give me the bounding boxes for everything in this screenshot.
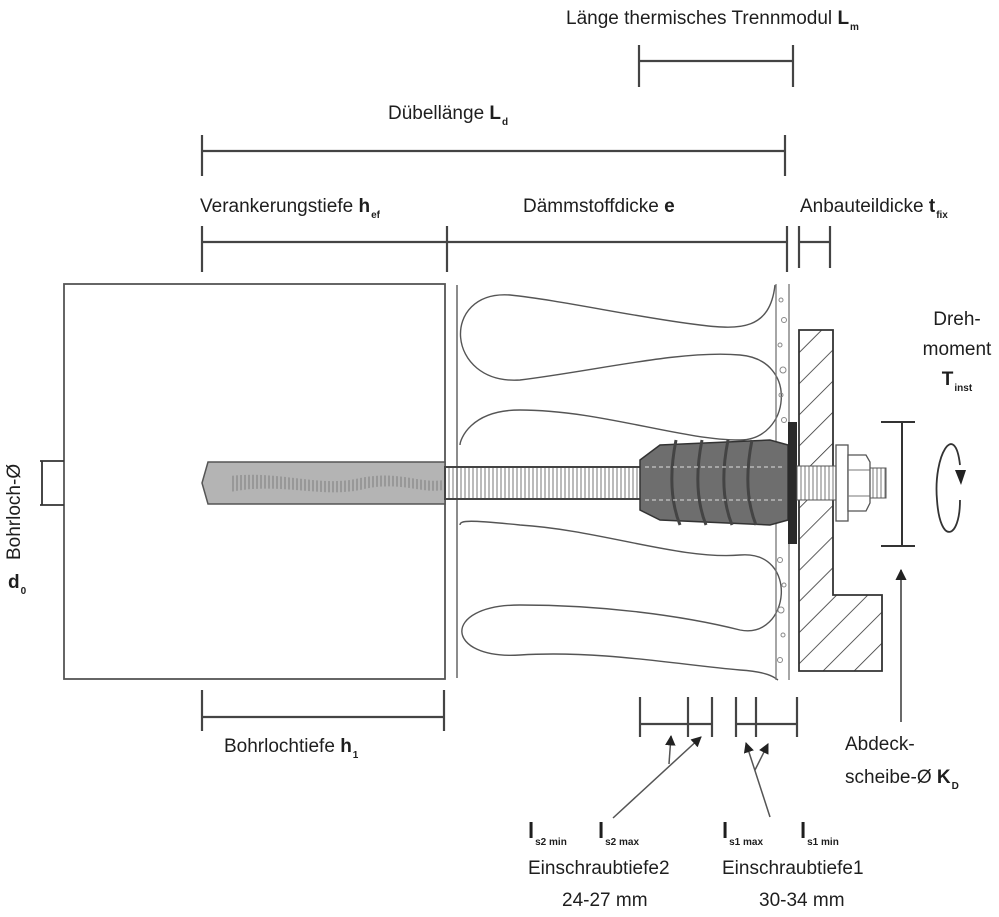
label-anchor-depth: Verankerungstiefe hef [200, 196, 380, 221]
label-drill-diameter-symbol: d0 [8, 572, 27, 597]
symbol-ls2-min: ls2 min [528, 818, 567, 848]
label-fixture-thickness: Anbauteildicke tfix [800, 196, 948, 221]
symbol-ls1-min: ls1 min [800, 818, 839, 848]
dim-module-length [637, 45, 795, 87]
screw-depth-arrows [612, 734, 771, 819]
bolt-end [869, 467, 887, 499]
module-washer [788, 422, 797, 544]
cover-washer-line2: scheibe-Ø [845, 767, 932, 788]
bolt-through-fixture [796, 465, 838, 501]
label-cover-washer: Abdeck- scheibe-Ø KD [845, 728, 959, 803]
torque-symbol: T [941, 369, 954, 390]
label-drill-depth: Bohrlochtiefe h1 [224, 736, 359, 761]
insulation-loops [459, 284, 783, 681]
label-insulation: Dämmstoffdicke e [523, 196, 675, 217]
label-drill-diameter: Bohrloch-Ø [4, 463, 25, 560]
nut-washer [835, 444, 849, 522]
torque-sub: inst [954, 383, 973, 394]
dim-screw-depth1 [734, 697, 799, 737]
thermal-module-threads [670, 439, 758, 526]
hex-nut [847, 454, 871, 512]
cover-washer-sub: D [951, 781, 959, 792]
dim-drill-depth [200, 690, 446, 731]
label-screw-depth2-title: Einschraubtiefe2 [528, 858, 670, 879]
symbol-ls2-max: ls2 max [598, 818, 640, 848]
dim-fixture-thickness [797, 226, 832, 268]
thermal-module [639, 439, 789, 526]
torque-line1: Dreh- [933, 309, 981, 330]
dim-dowel-length [200, 135, 787, 176]
torque-rotation-icon [935, 443, 966, 533]
label-dowel-length: Dübellänge Ld [388, 103, 509, 128]
label-module-length: Länge thermisches Trennmodul Lm [566, 8, 859, 33]
threaded-rod [444, 466, 646, 500]
symbol-ls1-max: ls1 max [722, 818, 764, 848]
cover-washer-symbol: K [936, 767, 951, 788]
label-screw-depth1-title: Einschraubtiefe1 [722, 858, 864, 879]
label-screw-depth2-range: 24-27 mm [562, 890, 648, 911]
dim-cover-washer-bracket [881, 421, 915, 547]
cover-washer-line1: Abdeck- [845, 734, 915, 755]
fixture-profile [798, 329, 883, 672]
dim-anchor-depth [200, 226, 789, 272]
dim-screw-depth2 [638, 697, 714, 737]
torque-line2: moment [922, 339, 992, 360]
label-screw-depth1-range: 30-34 mm [759, 890, 845, 911]
label-torque: Dreh- moment Tinst [915, 305, 999, 404]
anchor-rod-thread [230, 474, 443, 493]
dim-drill-diameter [40, 460, 64, 506]
